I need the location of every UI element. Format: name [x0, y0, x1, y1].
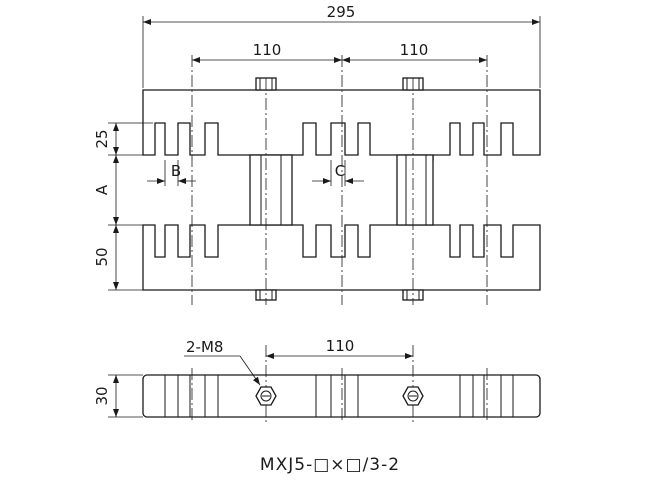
right-spacer-web [396, 154, 434, 226]
dimension-pitch-left: 110 [192, 41, 342, 63]
left-spacer-web [249, 154, 293, 226]
front-view [142, 55, 541, 305]
dim-b-label: B [171, 162, 181, 180]
plan-view-outline [142, 374, 541, 418]
dimension-b: B [147, 160, 196, 186]
bolt-callout-label: 2-M8 [186, 338, 223, 356]
dim-110-left-label: 110 [253, 41, 282, 59]
dimension-pitch-right: 110 [342, 41, 487, 63]
dim-c-label: C [335, 162, 345, 180]
model-caption: MXJ5-□×□/3-2 [260, 455, 400, 475]
hex-nut-left-icon [255, 386, 277, 406]
plan-view [142, 345, 541, 423]
dim-25-label: 25 [93, 129, 111, 148]
bottom-comb-block [142, 224, 541, 291]
dimension-overall-width: 295 [142, 3, 541, 88]
dimension-thickness: 30 [93, 374, 143, 418]
dim-295-label: 295 [327, 3, 356, 21]
dim-50-label: 50 [93, 247, 111, 266]
dimension-bolt-pitch: 110 [266, 337, 413, 359]
dimension-left-stack: 25 A 50 [93, 122, 153, 291]
hex-nut-right-icon [402, 386, 424, 406]
bolt-callout: 2-M8 [184, 338, 261, 386]
dim-30-label: 30 [93, 386, 111, 405]
dim-a-label: A [93, 184, 111, 195]
dim-bolt-pitch-label: 110 [326, 337, 355, 355]
top-comb-block [142, 89, 541, 161]
dim-110-right-label: 110 [400, 41, 429, 59]
center-lines [191, 55, 488, 305]
dimension-c: C [312, 160, 364, 186]
